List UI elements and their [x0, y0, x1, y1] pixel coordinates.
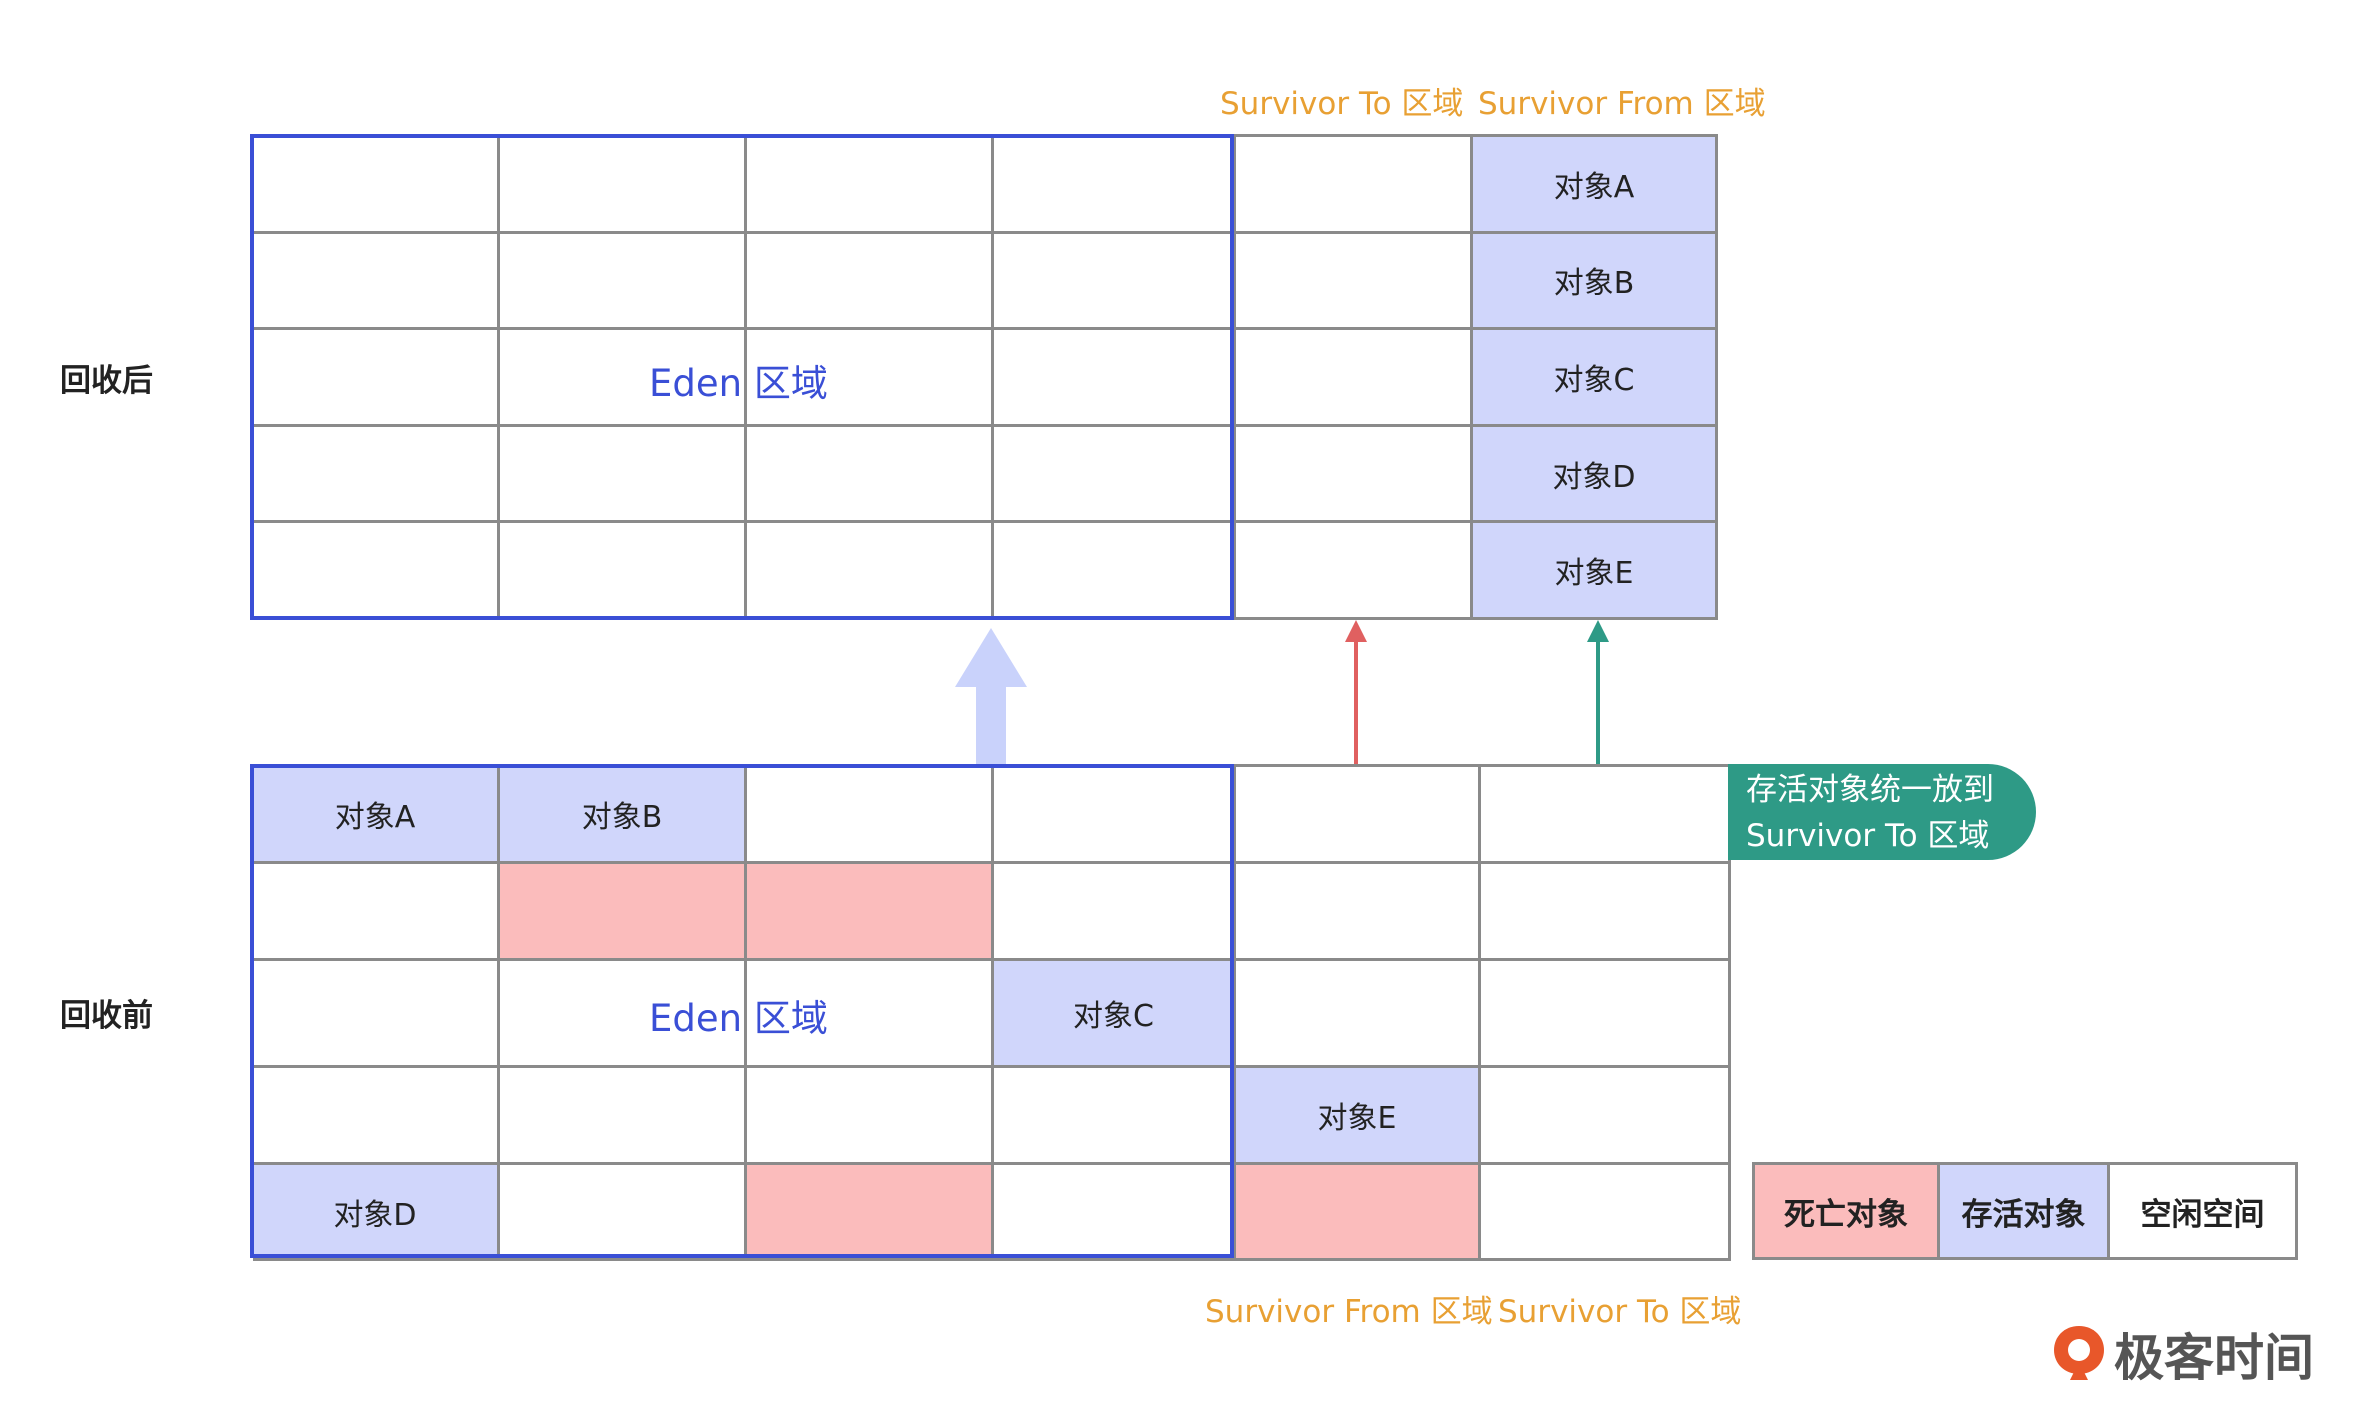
after-empty-cell	[1236, 137, 1473, 234]
before-live-object-cell: 对象A	[253, 767, 500, 864]
before-empty-cell	[747, 1068, 994, 1165]
before-dead-object-cell	[1236, 1165, 1481, 1261]
after-empty-cell	[500, 137, 747, 234]
after-empty-cell	[253, 137, 500, 234]
before-empty-cell	[1481, 767, 1731, 864]
survivor-to-callout: 存活对象统一放到 Survivor To 区域	[1728, 764, 2036, 860]
before-empty-cell	[1236, 961, 1481, 1068]
after-survivor-object-cell: 对象C	[1473, 330, 1718, 427]
before-empty-cell	[994, 1068, 1236, 1165]
after-empty-cell	[747, 426, 994, 524]
legend: 死亡对象 存活对象 空闲空间	[1752, 1162, 2298, 1260]
before-empty-cell	[747, 961, 994, 1068]
after-survivor-object-cell: 对象A	[1473, 137, 1718, 234]
brand-name: 极客时间	[2114, 1329, 2314, 1387]
before-empty-cell	[994, 864, 1236, 961]
before-survivor-to-label: Survivor To 区域	[1498, 1294, 1742, 1330]
before-empty-cell	[1481, 1068, 1731, 1165]
before-empty-cell	[500, 1165, 747, 1261]
after-survivor-object-cell: 对象D	[1473, 426, 1718, 524]
geektime-logo-icon	[2054, 1326, 2104, 1380]
after-empty-cell	[1236, 233, 1473, 331]
after-empty-cell	[500, 330, 747, 427]
after-empty-cell	[500, 426, 747, 524]
after-empty-cell	[1236, 330, 1473, 427]
before-dead-object-cell	[747, 864, 994, 961]
after-empty-cell	[994, 426, 1236, 524]
after-empty-cell	[747, 330, 994, 427]
after-empty-cell	[253, 330, 500, 427]
before-empty-cell	[253, 961, 500, 1068]
before-empty-cell	[994, 1165, 1236, 1261]
after-empty-cell	[994, 137, 1236, 234]
after-empty-cell	[747, 137, 994, 234]
before-empty-cell	[1481, 961, 1731, 1068]
before-empty-cell	[500, 961, 747, 1068]
before-row-label: 回收前	[60, 998, 153, 1034]
before-empty-cell	[747, 767, 994, 864]
after-eden-frame	[250, 134, 1234, 620]
after-empty-cell	[500, 233, 747, 331]
legend-free: 空闲空间	[2140, 1196, 2265, 1233]
before-survivor-from-label: Survivor From 区域	[1205, 1294, 1493, 1330]
before-empty-cell	[500, 1068, 747, 1165]
red-arrow-head	[1345, 620, 1367, 642]
before-empty-cell	[1236, 767, 1481, 864]
callout-line-2: Survivor To 区域	[1746, 818, 1990, 854]
after-empty-cell	[994, 330, 1236, 427]
before-empty-cell	[1481, 1165, 1731, 1261]
after-empty-cell	[253, 233, 500, 331]
before-empty-cell	[1481, 864, 1731, 961]
teal-arrow-head	[1587, 620, 1609, 642]
legend-dead: 死亡对象	[1755, 1165, 1940, 1257]
eden-to-after-up-arrow	[955, 628, 1027, 764]
before-empty-cell	[253, 864, 500, 961]
after-survivor-object-cell: 对象B	[1473, 233, 1718, 331]
after-survivor-from-label: Survivor From 区域	[1478, 86, 1766, 122]
after-survivor-to-label: Survivor To 区域	[1220, 86, 1464, 122]
before-empty-cell	[253, 1068, 500, 1165]
before-dead-object-cell	[500, 864, 747, 961]
before-eden-frame	[250, 764, 1234, 1258]
before-eden-label: Eden 区域	[649, 997, 828, 1040]
before-empty-cell	[1236, 864, 1481, 961]
legend-live: 存活对象	[1940, 1165, 2110, 1257]
before-live-object-cell: 对象E	[1236, 1068, 1481, 1165]
after-empty-cell	[253, 426, 500, 524]
after-empty-cell	[1236, 426, 1473, 524]
after-empty-cell	[994, 233, 1236, 331]
after-eden-label: Eden 区域	[649, 362, 828, 405]
before-live-object-cell: 对象D	[253, 1165, 500, 1261]
after-row-label: 回收后	[60, 363, 153, 399]
before-empty-cell	[994, 767, 1236, 864]
after-empty-cell	[747, 233, 994, 331]
callout-line-1: 存活对象统一放到	[1746, 772, 1994, 808]
before-live-object-cell: 对象C	[994, 961, 1236, 1068]
after-empty-cell	[1236, 523, 1473, 620]
before-live-object-cell: 对象B	[500, 767, 747, 864]
after-survivor-object-cell: 对象E	[1473, 523, 1718, 620]
before-dead-object-cell	[747, 1165, 994, 1261]
